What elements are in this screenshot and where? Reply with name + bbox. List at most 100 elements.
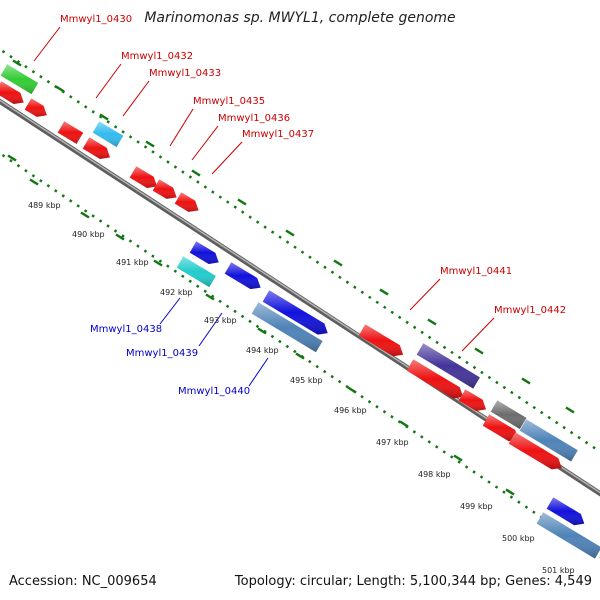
leader-line xyxy=(211,141,243,175)
gene-label-blue: Mmwyl1_0438 xyxy=(90,324,162,335)
leader-line xyxy=(159,297,181,325)
gene-reverse-shade xyxy=(262,290,328,335)
leader-line xyxy=(248,357,269,387)
ruler-tick xyxy=(295,352,305,360)
gene-forward-shade xyxy=(508,432,562,470)
leader-line xyxy=(33,26,61,62)
label-leader-lines xyxy=(33,26,495,387)
gene-0439 xyxy=(224,262,261,290)
gene-0440-block-shade xyxy=(251,302,323,353)
leader-line xyxy=(95,63,122,99)
upper-dot-track xyxy=(0,47,600,454)
leader-line xyxy=(122,80,150,117)
map-title: Marinomonas sp. MWYL1, complete genome xyxy=(144,10,456,26)
ruler-tick xyxy=(427,318,437,326)
gene-label-red: Mmwyl1_0441 xyxy=(440,266,512,277)
gene-label-red: Mmwyl1_0437 xyxy=(242,129,314,140)
leader-line xyxy=(409,278,441,311)
gene-0440-block xyxy=(251,302,323,353)
gene-reverse xyxy=(546,497,585,526)
gene-0436-shade xyxy=(152,179,177,199)
gene-reverse xyxy=(262,290,328,335)
kbp-label: 500 kbp xyxy=(502,534,535,543)
gene-0437 xyxy=(174,192,199,212)
gene-0442-block-shade xyxy=(416,343,480,389)
gene-gray-block-shade xyxy=(490,400,527,430)
gene-forward-shade xyxy=(0,81,24,104)
leader-line xyxy=(198,312,223,347)
kbp-label: 496 kbp xyxy=(334,406,367,415)
gene-forward-shade xyxy=(458,389,486,411)
ruler-tick xyxy=(474,347,484,355)
ruler-tick xyxy=(333,259,343,267)
gene-forward-shade xyxy=(57,121,84,144)
kbp-label: 494 kbp xyxy=(246,346,279,355)
gene-forward-shade xyxy=(82,137,110,159)
gene-steel-block xyxy=(536,512,600,559)
kbp-label: 499 kbp xyxy=(460,502,493,511)
ruler-tick xyxy=(7,154,17,162)
ruler-tick xyxy=(115,233,125,241)
ruler-tick xyxy=(379,288,389,296)
gene-gray-block xyxy=(490,400,527,430)
ruler-tick xyxy=(145,140,155,148)
gene-reverse-shade xyxy=(546,497,585,526)
gene-0442-block xyxy=(416,343,480,389)
ruler-tick xyxy=(521,377,531,385)
gene-forward xyxy=(57,121,84,144)
kbp-label: 495 kbp xyxy=(290,376,323,385)
leader-line xyxy=(169,108,194,147)
gene-label-blue: Mmwyl1_0439 xyxy=(126,348,198,359)
kbp-label: 501 kbp xyxy=(542,566,575,575)
gene-label-red: Mmwyl1_0430 xyxy=(60,14,132,25)
gene-label-red: Mmwyl1_0432 xyxy=(121,51,193,62)
ruler-tick xyxy=(191,169,201,177)
gene-label-red: Mmwyl1_0433 xyxy=(149,68,221,79)
ruler-tick xyxy=(565,406,575,414)
ruler-tick xyxy=(505,488,515,496)
gene-0437-shade xyxy=(174,192,199,212)
gene-forward-shade xyxy=(482,414,519,442)
kbp-label: 490 kbp xyxy=(72,230,105,239)
gene-0441-shade xyxy=(358,324,404,357)
ruler-tick xyxy=(285,229,295,237)
gene-0438-block-shade xyxy=(176,256,216,288)
ruler-tick xyxy=(257,327,267,335)
ruler-tick xyxy=(205,293,215,301)
gene-forward xyxy=(458,389,486,411)
gene-label-red: Mmwyl1_0442 xyxy=(494,305,566,316)
gene-forward-shade xyxy=(406,359,464,399)
ruler-tick xyxy=(29,178,39,186)
gene-0430-block xyxy=(0,64,39,95)
ruler-tick xyxy=(453,454,463,462)
gene-steel-block-shade xyxy=(519,419,578,462)
gene-0432-block xyxy=(92,121,124,147)
gene-0441 xyxy=(358,324,404,357)
gene-forward-shade xyxy=(24,98,47,117)
ruler-tick xyxy=(12,59,22,67)
gene-reverse xyxy=(189,241,219,264)
gene-0436 xyxy=(152,179,177,199)
ruler-tick xyxy=(80,211,90,219)
ruler-tick xyxy=(55,85,65,93)
kbp-label: 489 kbp xyxy=(28,201,61,210)
gene-features xyxy=(0,64,600,559)
ruler-dot-tracks xyxy=(0,47,600,559)
kbp-label: 498 kbp xyxy=(418,470,451,479)
gene-steel-block-shade xyxy=(536,512,600,559)
gene-0432-block-shade xyxy=(92,121,124,147)
gene-steel-block xyxy=(519,419,578,462)
kbp-label: 492 kbp xyxy=(160,288,193,297)
gene-label-red: Mmwyl1_0436 xyxy=(218,113,290,124)
gene-0435-shade xyxy=(129,166,157,188)
leader-line xyxy=(461,317,495,352)
lower-dot-track xyxy=(0,151,600,559)
gene-forward xyxy=(508,432,562,470)
gene-0435 xyxy=(129,166,157,188)
gene-forward xyxy=(482,414,519,442)
ruler-tick xyxy=(347,386,357,394)
ruler-tick xyxy=(237,198,247,206)
